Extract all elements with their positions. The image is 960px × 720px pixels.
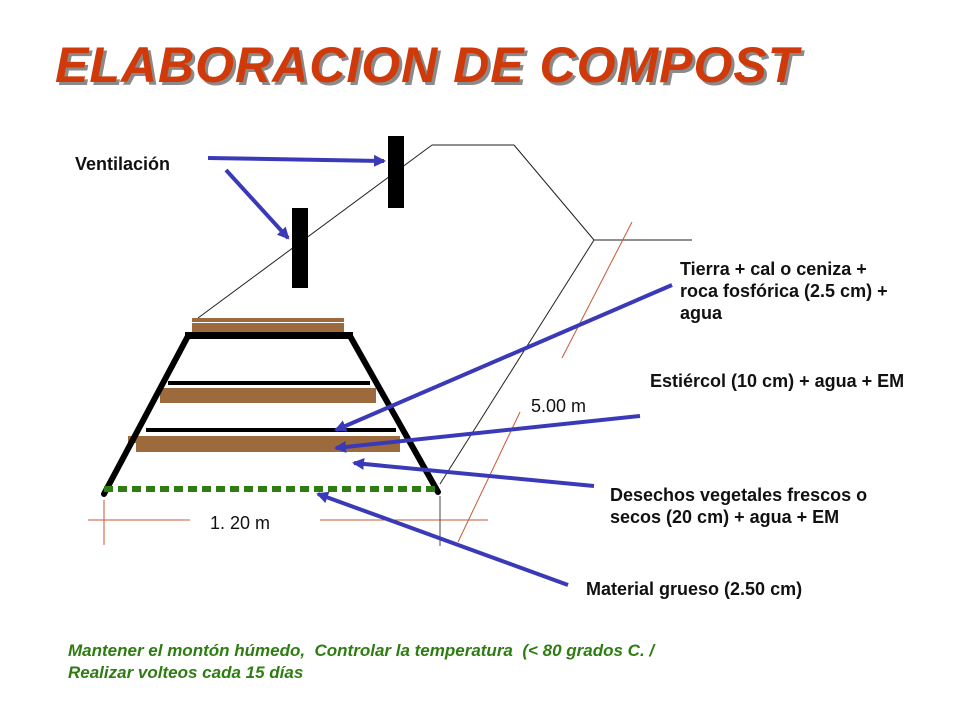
ventilation-label: Ventilación — [75, 154, 171, 174]
manure-layer-label: Estiércol (10 cm) + agua + EM — [650, 371, 905, 391]
top-layer-thick — [192, 323, 344, 332]
vegetable-layer-label: Desechos vegetales frescos o secos (20 c… — [610, 485, 868, 527]
ventilation-arrow-1 — [207, 154, 386, 167]
length-dimension-lines — [457, 221, 633, 543]
width-dimension-lines — [88, 500, 488, 545]
ventilation-post-right — [388, 136, 404, 208]
soil-arrow — [334, 283, 673, 432]
soil-layer-label: Tierra + cal o ceniza + roca fosfórica (… — [680, 259, 888, 323]
vegetable-arrow — [352, 457, 595, 488]
vegetable-layer-bar — [136, 436, 400, 452]
width-dimension-label: 1. 20 m — [210, 513, 271, 533]
ventilation-arrow-2 — [224, 168, 290, 240]
pile-outline — [197, 144, 692, 485]
footer-line-2: Realizar volteos cada 15 días — [68, 663, 304, 682]
length-dimension-label: 5.00 m — [531, 396, 587, 416]
ventilation-post-left — [292, 208, 308, 288]
coarse-layer-label: Material grueso (2.50 cm) — [586, 579, 803, 599]
top-layer — [192, 318, 344, 322]
pile-sides — [101, 333, 441, 497]
footer-line-1: Mantener el montón húmedo, Controlar la … — [68, 641, 655, 660]
label-arrows — [207, 154, 673, 587]
footer-note: Mantener el montón húmedo, Controlar la … — [68, 640, 868, 684]
page-title: ELABORACION DE COMPOST — [55, 37, 800, 93]
manure-arrow — [334, 414, 641, 453]
manure-layer-bar — [160, 388, 376, 403]
coarse-arrow — [316, 491, 569, 587]
layer-separators — [146, 332, 396, 432]
